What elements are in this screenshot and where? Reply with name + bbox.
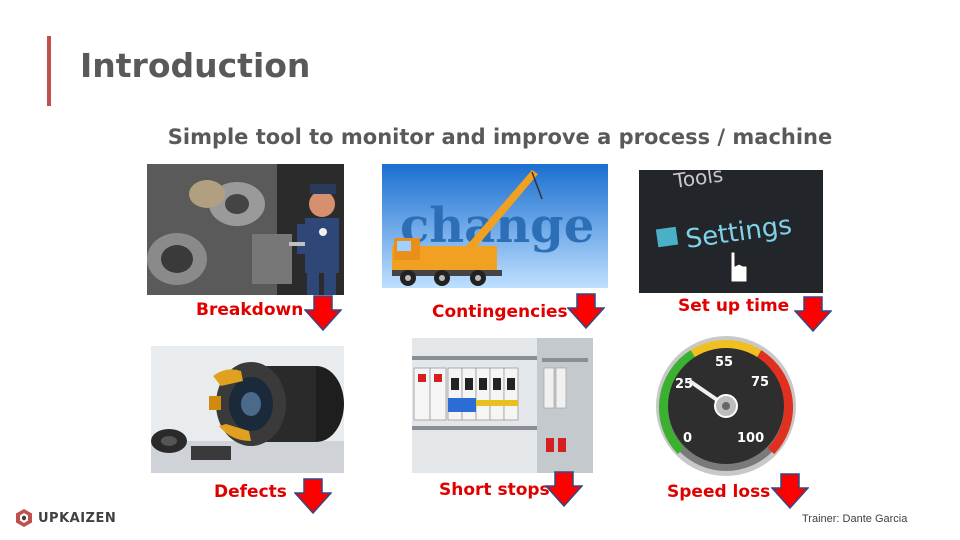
- breakdown-image: [147, 164, 344, 295]
- upkaizen-logo-icon: [16, 509, 32, 527]
- gauge-tick-label: 75: [751, 375, 769, 390]
- tools-text: Tools: [671, 170, 724, 193]
- down-arrow-icon: [567, 293, 605, 329]
- down-arrow-icon: [794, 296, 832, 332]
- gauge-tick-label: 55: [715, 355, 733, 370]
- label-speed-loss: Speed loss: [667, 482, 771, 502]
- label-contingencies: Contingencies: [432, 302, 568, 322]
- label-short-stops: Short stops: [439, 480, 550, 500]
- down-arrow-icon: [771, 473, 809, 509]
- label-set-up-time: Set up time: [678, 296, 790, 316]
- contingencies-image: change: [382, 164, 608, 288]
- page-title: Introduction: [80, 46, 311, 85]
- down-arrow-icon: [294, 478, 332, 514]
- setup-time-image: Tools Settings: [639, 170, 823, 293]
- page-subtitle: Simple tool to monitor and improve a pro…: [167, 125, 833, 149]
- speed-gauge-icon: 0 25 55 75 100: [653, 336, 799, 476]
- gauge-tick-label: 25: [675, 377, 693, 392]
- label-defects: Defects: [214, 482, 287, 502]
- title-accent-bar: [47, 36, 51, 106]
- gauge-tick-label: 100: [737, 431, 764, 446]
- gauge-tick-label: 0: [683, 431, 692, 446]
- down-arrow-icon: [545, 471, 583, 507]
- brand-logo: UPKAIZEN: [16, 509, 116, 527]
- down-arrow-icon: [304, 295, 342, 331]
- brand-name: UPKAIZEN: [38, 510, 117, 526]
- label-breakdown: Breakdown: [196, 300, 304, 320]
- defects-image: [151, 346, 344, 473]
- trainer-credit: Trainer: Dante Garcia: [802, 513, 908, 525]
- change-word: change: [400, 198, 594, 254]
- short-stops-image: [412, 338, 593, 473]
